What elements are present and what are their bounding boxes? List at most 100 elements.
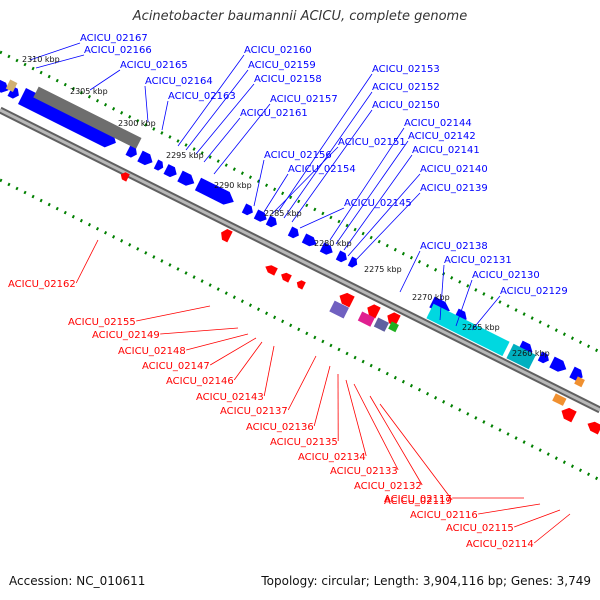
- gene-label-forward: ACICU_02153: [372, 64, 440, 75]
- gene-label-reverse: ACICU_02162: [8, 279, 76, 290]
- tick-label: 2310 kbp: [22, 55, 60, 64]
- gene-label-forward: ACICU_02144: [404, 118, 472, 129]
- gene-label-forward: ACICU_02156: [264, 150, 332, 161]
- gene-label-forward: ACICU_02166: [84, 45, 152, 56]
- gene-label-reverse: ACICU_02114: [466, 539, 534, 550]
- leader-forward: [335, 140, 409, 245]
- leader-forward: [471, 295, 501, 331]
- topology-text: Topology: circular; Length: 3,904,116 bp…: [261, 574, 591, 588]
- leader-forward: [161, 100, 169, 131]
- forward-gene-7: [177, 170, 195, 186]
- gene-label-reverse: ACICU_02133: [330, 466, 398, 477]
- leader-reverse: [233, 341, 263, 381]
- forward-gene-5: [153, 159, 164, 171]
- leader-forward: [299, 207, 345, 229]
- gene-label-reverse: ACICU_02146: [166, 376, 234, 387]
- tick-label: 2285 kbp: [264, 209, 302, 218]
- reverse-gene-7: [387, 312, 401, 327]
- backbone-highlight: [0, 108, 600, 412]
- gene-label-forward: ACICU_02139: [420, 183, 488, 194]
- rrna-block: [426, 303, 510, 357]
- leader-reverse: [313, 365, 331, 427]
- gene-label-forward: ACICU_02151: [338, 137, 406, 148]
- gene-label-forward: ACICU_02138: [420, 241, 488, 252]
- gene-label-forward: ACICU_02130: [472, 270, 540, 281]
- map-title: Acinetobacter baumannii ACICU, complete …: [132, 9, 468, 24]
- reverse-gene-9: [587, 421, 600, 435]
- gene-label-reverse: ACICU_02147: [142, 361, 210, 372]
- tick-label: 2305 kbp: [70, 87, 108, 96]
- misc-feature-magenta: [357, 311, 375, 327]
- leader-forward: [213, 103, 271, 175]
- gene-features: [0, 79, 600, 435]
- forward-gene-20: [537, 351, 549, 364]
- reverse-gene-5: [339, 292, 355, 308]
- small-feature-tan: [5, 79, 18, 92]
- gene-label-forward: ACICU_02159: [248, 60, 316, 71]
- tick-label: 2300 kbp: [118, 119, 156, 128]
- genome-tracks: [0, 50, 600, 482]
- gene-label-reverse: ACICU_02117: [384, 494, 452, 505]
- leader-forward: [329, 127, 405, 241]
- forward-gene-11: [265, 215, 277, 228]
- tick-label: 2280 kbp: [314, 239, 352, 248]
- forward-gene-13: [301, 233, 317, 247]
- forward-gene-6: [163, 164, 177, 178]
- reverse-gene-1: [221, 229, 233, 243]
- leader-forward: [283, 91, 373, 219]
- leader-forward: [35, 54, 85, 69]
- leader-forward: [455, 279, 473, 327]
- gene-label-forward: ACICU_02140: [420, 164, 488, 175]
- forward-gene-1: [7, 86, 19, 99]
- insertion-block: [33, 86, 142, 149]
- tick-label: 2290 kbp: [214, 181, 252, 190]
- forward-gene-8: [194, 177, 234, 205]
- misc-feature-slate: [373, 317, 389, 332]
- leader-reverse: [514, 509, 561, 528]
- gene-label-reverse: ACICU_02148: [118, 346, 186, 357]
- outer-tick-circle: [0, 50, 600, 354]
- gene-label-forward: ACICU_02129: [500, 286, 568, 297]
- gene-label-reverse: ACICU_02143: [196, 392, 264, 403]
- reverse-gene-8: [561, 407, 577, 423]
- leader-forward: [144, 85, 149, 123]
- leader-reverse: [209, 337, 257, 366]
- gene-label-forward: ACICU_02150: [372, 100, 440, 111]
- leader-forward: [439, 264, 445, 321]
- forward-gene-21: [549, 356, 567, 372]
- leader-forward: [271, 146, 339, 215]
- leader-forward: [347, 173, 421, 257]
- gene-label-forward: ACICU_02164: [145, 76, 213, 87]
- gene-label-forward: ACICU_02157: [270, 94, 338, 105]
- forward-gene-3: [125, 145, 137, 158]
- forward-gene-10: [253, 209, 267, 222]
- gene-label-reverse: ACICU_02149: [92, 330, 160, 341]
- gene-label-reverse: ACICU_02155: [68, 317, 136, 328]
- gene-label-forward: ACICU_02158: [254, 74, 322, 85]
- leader-forward: [277, 73, 373, 213]
- leader-reverse: [136, 305, 211, 322]
- gene-label-reverse: ACICU_02135: [270, 437, 338, 448]
- leader-forward: [195, 83, 255, 155]
- leader-forward: [353, 192, 421, 263]
- gene-label-reverse: ACICU_02116: [410, 510, 478, 521]
- leader-reverse: [533, 513, 571, 544]
- misc-feature-orange-2: [574, 376, 585, 388]
- tick-label: 2270 kbp: [412, 293, 450, 302]
- gene-label-forward: ACICU_02163: [168, 91, 236, 102]
- leader-reverse: [379, 403, 453, 501]
- gene-label-reverse: ACICU_02132: [354, 481, 422, 492]
- gene-label-forward: ACICU_02167: [80, 33, 148, 44]
- gene-label-reverse: ACICU_02134: [298, 452, 366, 463]
- gene-label-forward: ACICU_02161: [240, 108, 308, 119]
- gene-label-forward: ACICU_02141: [412, 145, 480, 156]
- gene-label-forward: ACICU_02165: [120, 60, 188, 71]
- reverse-gene-6: [367, 304, 381, 319]
- leader-reverse: [160, 327, 239, 335]
- gene-label-forward: ACICU_02154: [288, 164, 356, 175]
- gene-label-reverse: ACICU_02137: [220, 406, 288, 417]
- leader-forward: [177, 54, 245, 147]
- forward-gene-22: [569, 366, 583, 381]
